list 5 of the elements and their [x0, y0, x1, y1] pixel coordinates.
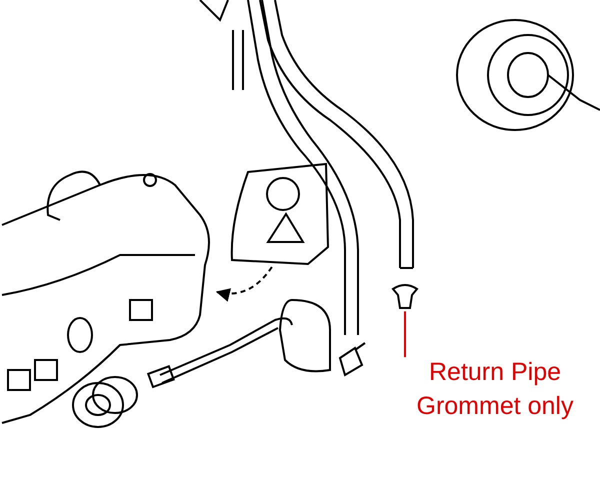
arrow: [216, 266, 273, 302]
leader-line: [404, 311, 406, 358]
grommet-drawing: [390, 283, 420, 310]
warning-sticker-drawing: [228, 162, 330, 267]
part-label: Return Pipe Grommet only: [416, 357, 574, 422]
